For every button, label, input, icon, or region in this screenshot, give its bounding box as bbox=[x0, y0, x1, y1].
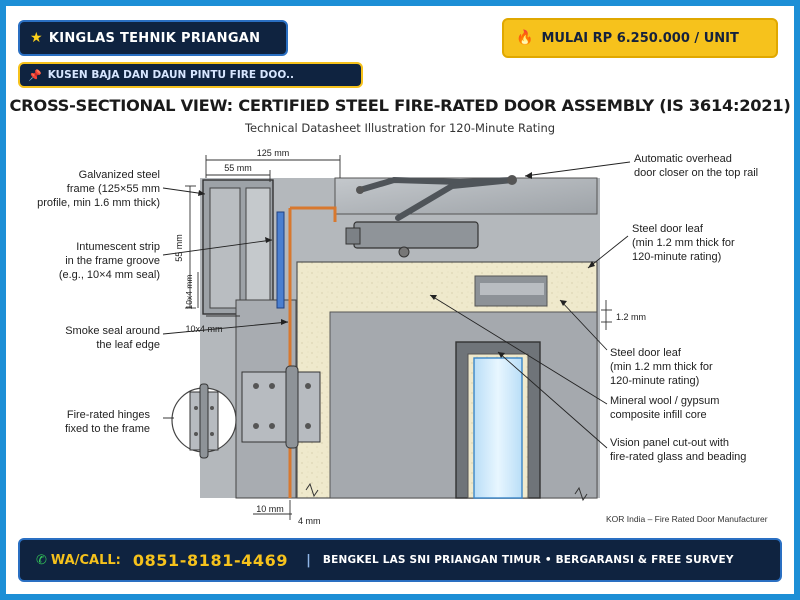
door-cross-section-diagram: 125 mm 55 mm 55 mm 10x4 mm 10x4 mm 1.2 m… bbox=[37, 148, 768, 526]
smoke-seal-top bbox=[290, 206, 337, 222]
diagram-subtitle: Technical Datasheet Illustration for 120… bbox=[244, 121, 556, 135]
label-leaf-mid-2: (min 1.2 mm thick for bbox=[610, 361, 713, 373]
door-closer-spindle bbox=[398, 246, 410, 258]
brand-badge[interactable]: ★ KINGLAS TEHNIK PRIANGAN bbox=[18, 20, 288, 56]
label-leaf-top-1: Steel door leaf bbox=[632, 223, 704, 235]
product-badge[interactable]: 📌 KUSEN BAJA DAN DAUN PINTU FIRE DOO.. bbox=[18, 62, 363, 88]
break-line-left bbox=[305, 482, 319, 498]
dim-55-top: 55 mm bbox=[224, 163, 252, 173]
label-leaf-top-2: (min 1.2 mm thick for bbox=[632, 237, 735, 249]
star-icon: ★ bbox=[30, 30, 43, 46]
frame-rebate bbox=[245, 187, 271, 309]
label-strip-2: in the frame groove bbox=[65, 255, 160, 267]
dimension-lines bbox=[185, 155, 612, 520]
source-credit: KOR India – Fire Rated Door Manufacturer bbox=[606, 514, 768, 524]
hinge-screws bbox=[253, 383, 311, 429]
dim-55-side: 55 mm bbox=[174, 234, 184, 262]
dim-10x4-side: 10x4 mm bbox=[184, 275, 194, 310]
door-closer-body bbox=[353, 221, 479, 249]
hinge-detail-knuckle bbox=[199, 383, 209, 459]
door-closer-bracket bbox=[356, 186, 364, 194]
door-closer-pivot bbox=[507, 175, 517, 185]
label-hinges-1: Fire-rated hinges bbox=[67, 409, 151, 421]
label-leaf-top-3: 120-minute rating) bbox=[632, 251, 721, 263]
phone-icon: ✆ bbox=[36, 552, 47, 568]
dim-4: 4 mm bbox=[298, 516, 321, 526]
label-smoke-1: Smoke seal around bbox=[65, 325, 160, 337]
leaf-top-slot bbox=[480, 283, 544, 295]
label-leaf-mid-1: Steel door leaf bbox=[610, 347, 682, 359]
label-strip-3: (e.g., 10×4 mm seal) bbox=[59, 269, 160, 281]
hinge-plate bbox=[241, 371, 321, 443]
left-labels: Galvanized steel frame (125×55 mm profil… bbox=[37, 169, 160, 435]
product-label: KUSEN BAJA DAN DAUN PINTU FIRE DOO.. bbox=[47, 69, 294, 81]
intumescent-strip bbox=[276, 211, 285, 309]
label-frame-3: profile, min 1.6 mm thick) bbox=[37, 197, 160, 209]
wa-call-label: ✆WA/CALL: bbox=[36, 553, 121, 568]
door-closer-arm-lower bbox=[395, 177, 515, 221]
dim-1-2: 1.2 mm bbox=[616, 312, 646, 322]
door-closer-cap bbox=[345, 227, 361, 245]
label-vision-2: fire-rated glass and beading bbox=[610, 451, 746, 463]
vision-panel-glass bbox=[473, 357, 523, 499]
wa-label-text: WA/CALL: bbox=[50, 552, 121, 568]
hinge-knuckle bbox=[285, 365, 299, 449]
label-frame-2: frame (125×55 mm bbox=[67, 183, 160, 195]
right-labels: Automatic overhead door closer on the to… bbox=[610, 153, 758, 463]
label-closer-2: door closer on the top rail bbox=[634, 167, 758, 179]
label-hinges-2: fixed to the frame bbox=[65, 423, 150, 435]
brand-label: KINGLAS TEHNIK PRIANGAN bbox=[48, 30, 261, 46]
leader-lines bbox=[162, 161, 631, 449]
label-wool-2: composite infill core bbox=[610, 409, 707, 421]
leader-arrowheads bbox=[198, 172, 595, 358]
dim-125: 125 mm bbox=[257, 148, 290, 158]
contact-bar[interactable]: ✆WA/CALL: 0851-8181-4469 | BENGKEL LAS S… bbox=[18, 538, 782, 582]
label-smoke-2: the leaf edge bbox=[96, 339, 160, 351]
dim-10: 10 mm bbox=[256, 504, 284, 514]
footer-tagline: BENGKEL LAS SNI PRIANGAN TIMUR • BERGARA… bbox=[322, 554, 734, 566]
flame-icon: 🔥 bbox=[516, 30, 534, 46]
price-label: MULAI RP 6.250.000 / UNIT bbox=[541, 30, 739, 46]
wa-phone-number[interactable]: 0851-8181-4469 bbox=[132, 550, 289, 570]
footer-separator: | bbox=[306, 552, 311, 568]
break-line-right bbox=[574, 486, 588, 502]
diagram-title: CROSS-SECTIONAL VIEW: CERTIFIED STEEL FI… bbox=[9, 96, 791, 115]
label-vision-1: Vision panel cut-out with bbox=[610, 437, 729, 449]
label-frame-1: Galvanized steel bbox=[79, 169, 160, 181]
label-closer-1: Automatic overhead bbox=[634, 153, 732, 165]
pin-icon: 📌 bbox=[28, 68, 42, 82]
dim-10x4-bottom: 10x4 mm bbox=[185, 324, 222, 334]
price-badge[interactable]: 🔥 MULAI RP 6.250.000 / UNIT bbox=[502, 18, 778, 58]
label-wool-1: Mineral wool / gypsum bbox=[610, 395, 719, 407]
label-strip-1: Intumescent strip bbox=[76, 241, 160, 253]
label-leaf-mid-3: 120-minute rating) bbox=[610, 375, 699, 387]
